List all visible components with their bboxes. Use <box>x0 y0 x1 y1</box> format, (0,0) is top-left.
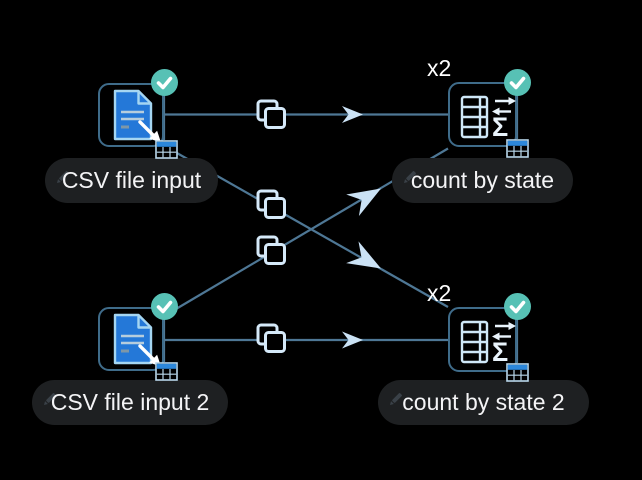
multiplicity-badge: x2 <box>427 55 452 81</box>
edit-pencil-icon[interactable] <box>401 168 419 186</box>
status-success-icon <box>503 68 531 96</box>
node-label-pill[interactable]: count by state 2 <box>378 380 589 425</box>
status-success-icon <box>503 292 531 320</box>
arrowhead-icon <box>342 106 363 123</box>
status-success-icon <box>150 68 178 96</box>
edit-pencil-icon[interactable] <box>41 390 59 408</box>
node-count-by-state-2[interactable]: Σ <box>448 307 517 372</box>
status-success-icon <box>150 292 178 320</box>
node-label-pill[interactable]: CSV file input <box>45 158 218 203</box>
copy-icon[interactable] <box>256 189 286 219</box>
output-port-table-icon[interactable] <box>155 362 178 381</box>
node-label: CSV file input <box>61 167 202 193</box>
multiplicity-badge: x2 <box>427 280 452 306</box>
csv-file-icon <box>113 89 161 143</box>
output-port-table-icon[interactable] <box>506 139 529 158</box>
arrowhead-icon <box>346 241 381 269</box>
aggregate-icon: Σ <box>460 95 516 142</box>
aggregate-icon: Σ <box>460 320 516 367</box>
sigma-icon: Σ <box>492 112 508 142</box>
node-csv-file-input[interactable] <box>98 83 164 147</box>
node-csv-file-input-2[interactable] <box>98 307 164 371</box>
node-label: count by state <box>410 167 555 193</box>
copy-icon[interactable] <box>256 235 286 265</box>
edit-pencil-icon[interactable] <box>387 390 405 408</box>
arrowhead-icon <box>342 331 363 349</box>
arrowhead-icon <box>346 188 381 217</box>
node-label-pill[interactable]: count by state <box>392 158 573 203</box>
node-label: count by state 2 <box>402 389 565 415</box>
output-port-table-icon[interactable] <box>155 140 178 159</box>
output-port-table-icon[interactable] <box>506 363 529 382</box>
copy-icon[interactable] <box>256 99 286 129</box>
node-label-pill[interactable]: CSV file input 2 <box>32 380 228 425</box>
node-label: CSV file input 2 <box>50 389 210 415</box>
edit-pencil-icon[interactable] <box>54 168 72 186</box>
sigma-icon: Σ <box>492 337 508 367</box>
csv-file-icon <box>113 313 161 367</box>
copy-icon[interactable] <box>256 323 286 353</box>
node-count-by-state[interactable]: Σ <box>448 82 517 147</box>
